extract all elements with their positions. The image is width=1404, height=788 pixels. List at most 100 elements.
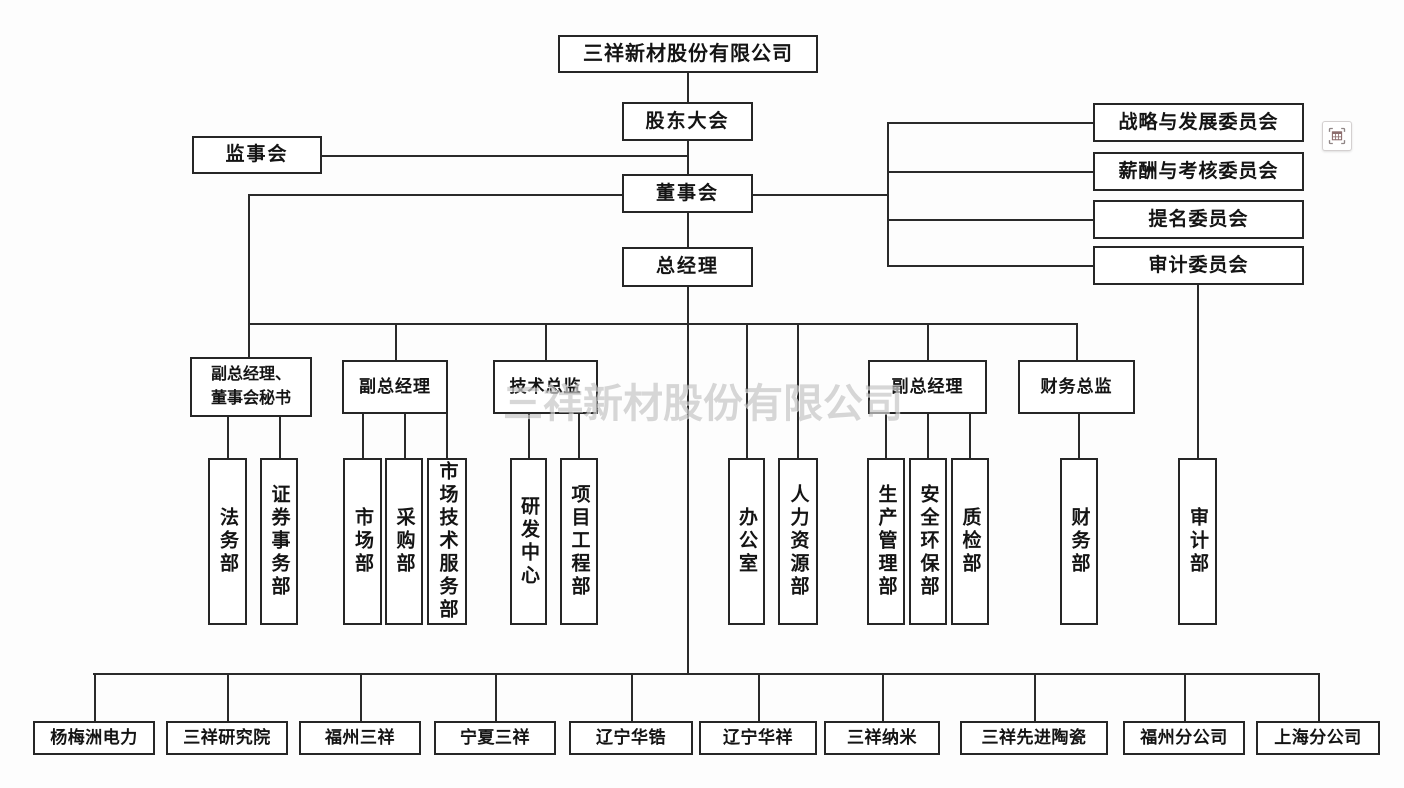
connector-line	[889, 171, 1093, 173]
connector-line	[889, 265, 1093, 267]
node-subsidiary-2-label: 福州三祥	[325, 728, 395, 748]
node-subsidiary-8-label: 福州分公司	[1140, 728, 1228, 748]
node-department-8-label: 人力资源部	[787, 484, 809, 599]
layout-options-button[interactable]	[1322, 121, 1352, 151]
connector-line	[94, 673, 96, 721]
node-subsidiary-3: 宁夏三祥	[434, 721, 556, 755]
connector-line	[322, 155, 688, 157]
connector-line	[969, 414, 971, 458]
table-select-icon	[1328, 127, 1346, 145]
node-department-0: 法务部	[208, 458, 247, 625]
node-department-1-label: 证券事务部	[268, 484, 290, 599]
node-manager-4: 财务总监	[1018, 360, 1135, 414]
connector-line	[885, 414, 887, 458]
node-supervisory-board-label: 监事会	[225, 144, 289, 166]
node-department-2: 市场部	[343, 458, 382, 625]
connector-line	[758, 673, 760, 721]
connector-line	[446, 414, 448, 458]
node-subsidiary-9-label: 上海分公司	[1274, 728, 1362, 748]
connector-line	[545, 323, 547, 360]
connector-line	[687, 287, 689, 673]
connector-line	[248, 194, 250, 357]
connector-line	[1034, 673, 1036, 721]
connector-line	[687, 141, 689, 174]
node-general-manager: 总经理	[622, 247, 753, 287]
node-manager-3: 副总经理	[868, 360, 987, 414]
node-committee-1: 薪酬与考核委员会	[1093, 152, 1304, 191]
node-department-11-label: 质检部	[959, 507, 981, 576]
node-manager-3-label: 副总经理	[891, 377, 964, 397]
node-subsidiary-2: 福州三祥	[299, 721, 421, 755]
node-committee-0-label: 战略与发展委员会	[1118, 111, 1279, 133]
node-subsidiary-7-label: 三祥先进陶瓷	[981, 728, 1087, 748]
node-board-of-directors: 董事会	[622, 174, 753, 213]
connector-line	[248, 323, 1078, 325]
connector-line	[578, 414, 580, 458]
node-subsidiary-4: 辽宁华锆	[569, 721, 693, 755]
node-department-4-label: 市场技术服务部	[436, 461, 458, 622]
connector-line	[889, 122, 1093, 124]
node-manager-4-label: 财务总监	[1040, 377, 1113, 397]
node-department-7-label: 办公室	[736, 507, 757, 576]
connector-line	[927, 323, 929, 360]
node-subsidiary-8: 福州分公司	[1123, 721, 1245, 755]
connector-line	[248, 194, 624, 196]
connector-line	[927, 414, 929, 458]
node-department-10-label: 安全环保部	[917, 484, 939, 599]
connector-line	[797, 323, 799, 458]
connector-line	[631, 673, 633, 721]
connector-line	[227, 673, 229, 721]
node-subsidiary-5-label: 辽宁华祥	[723, 728, 793, 748]
connector-line	[1184, 673, 1186, 721]
connector-line	[279, 417, 281, 458]
connector-line	[227, 417, 229, 458]
node-manager-1: 副总经理	[342, 360, 448, 414]
node-department-5: 研发中心	[510, 458, 547, 625]
connector-line	[882, 673, 884, 721]
node-department-1: 证券事务部	[260, 458, 298, 625]
node-department-11: 质检部	[951, 458, 989, 625]
node-committee-2: 提名委员会	[1093, 200, 1304, 239]
connector-line	[753, 194, 889, 196]
node-department-12: 财务部	[1060, 458, 1098, 625]
node-company-label: 三祥新材股份有限公司	[583, 42, 793, 65]
node-manager-0-label: 副总经理、董事会秘书	[210, 366, 291, 407]
node-department-0-label: 法务部	[217, 507, 238, 576]
node-company: 三祥新材股份有限公司	[558, 35, 818, 73]
node-department-7: 办公室	[728, 458, 765, 625]
node-department-6-label: 项目工程部	[568, 484, 590, 599]
node-department-2-label: 市场部	[352, 507, 373, 576]
node-subsidiary-6-label: 三祥纳米	[847, 728, 917, 748]
connector-line	[1197, 285, 1199, 458]
node-subsidiary-6: 三祥纳米	[824, 721, 940, 755]
node-department-8: 人力资源部	[778, 458, 818, 625]
node-department-9-label: 生产管理部	[875, 484, 897, 599]
connector-line	[93, 673, 1320, 675]
node-committee-1-label: 薪酬与考核委员会	[1118, 160, 1279, 182]
node-department-12-label: 财务部	[1068, 507, 1090, 576]
node-committee-2-label: 提名委员会	[1148, 208, 1249, 230]
node-subsidiary-3-label: 宁夏三祥	[460, 728, 530, 748]
node-department-6: 项目工程部	[560, 458, 598, 625]
node-subsidiary-9: 上海分公司	[1256, 721, 1380, 755]
node-manager-2-label: 技术总监	[509, 377, 582, 397]
connector-line	[404, 414, 406, 458]
connector-line	[1318, 673, 1320, 721]
node-general-manager-label: 总经理	[655, 256, 719, 278]
node-shareholders-meeting-label: 股东大会	[645, 110, 730, 132]
node-subsidiary-1: 三祥研究院	[166, 721, 288, 755]
connector-line	[360, 673, 362, 721]
connector-line	[362, 414, 364, 458]
connector-line	[746, 323, 748, 458]
node-committee-3-label: 审计委员会	[1148, 254, 1249, 276]
connector-line	[395, 323, 397, 360]
node-subsidiary-0-label: 杨梅洲电力	[50, 728, 138, 748]
connector-line	[1076, 323, 1078, 360]
node-department-9: 生产管理部	[867, 458, 905, 625]
node-department-13-label: 审计部	[1187, 507, 1208, 576]
node-department-5-label: 研发中心	[518, 495, 539, 588]
node-subsidiary-1-label: 三祥研究院	[183, 728, 271, 748]
node-subsidiary-7: 三祥先进陶瓷	[960, 721, 1108, 755]
connector-line	[528, 414, 530, 458]
